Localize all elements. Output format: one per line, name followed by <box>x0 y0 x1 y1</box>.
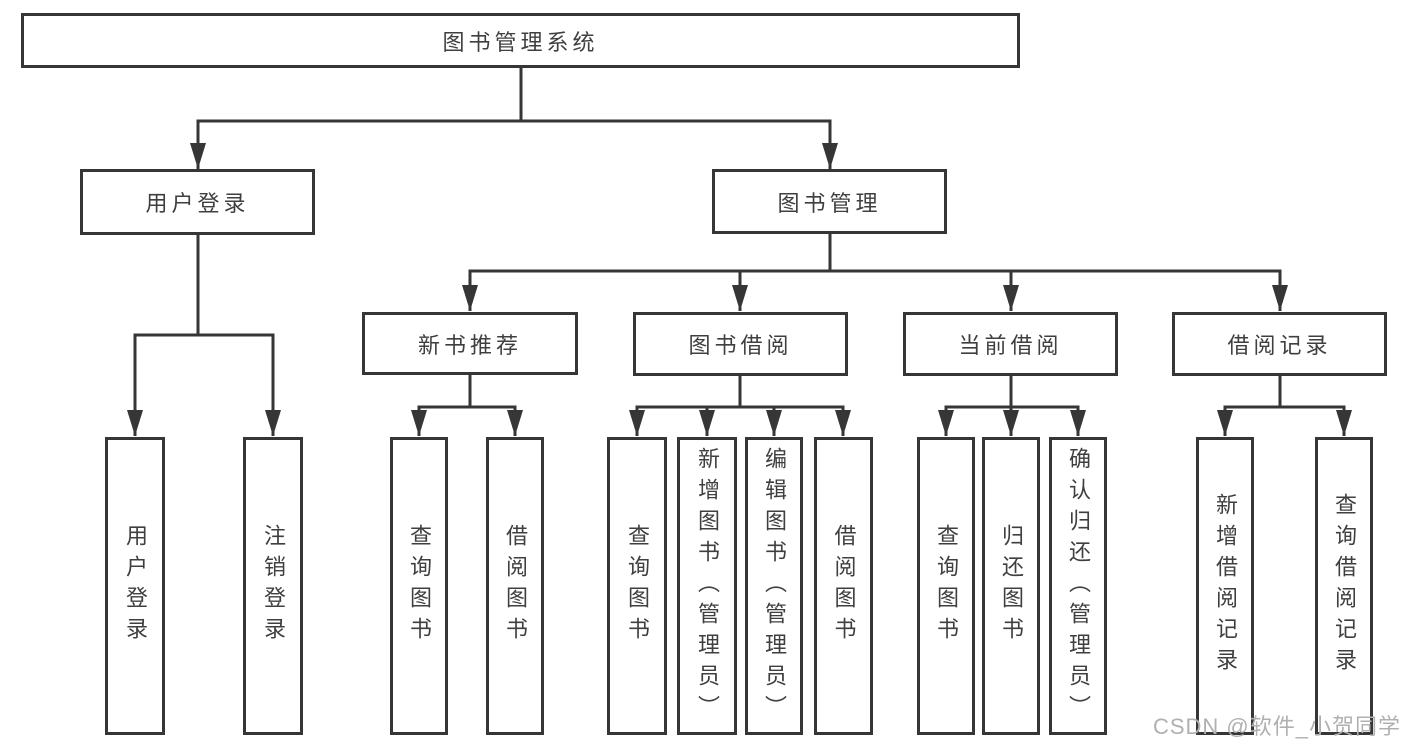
node-book-management: 图书管理 <box>712 169 947 234</box>
node-new-book-recommend-label: 新书推荐 <box>417 332 522 358</box>
leaf-confirm-return-admin: 确认归还（管理员） <box>1049 437 1107 735</box>
node-book-borrowing-label: 图书借阅 <box>688 333 793 358</box>
leaf-user-login-label: 用户登录 <box>123 524 148 648</box>
leaf-add-borrow-record: 新增借阅记录 <box>1196 437 1254 735</box>
node-root-label: 图书管理系统 <box>442 29 599 55</box>
leaf-borrow-books-recommend: 借阅图书 <box>486 437 544 735</box>
node-current-borrowing: 当前借阅 <box>903 312 1118 376</box>
leaf-query-books-current-label: 查询图书 <box>934 524 959 648</box>
node-root: 图书管理系统 <box>21 13 1020 68</box>
leaf-borrow-books: 借阅图书 <box>814 437 873 735</box>
leaf-borrow-books-label: 借阅图书 <box>831 524 857 648</box>
leaf-query-borrow-record-label: 查询借阅记录 <box>1332 493 1357 679</box>
leaf-query-books-borrowing-label: 查询图书 <box>625 524 650 648</box>
leaf-logout-label: 注销登录 <box>261 524 286 648</box>
leaf-return-book-label: 归还图书 <box>999 524 1024 648</box>
leaf-query-books-recommend: 查询图书 <box>390 437 448 735</box>
node-book-management-label: 图书管理 <box>777 190 882 216</box>
watermark: CSDN @软件_小贺同学 <box>1152 714 1401 739</box>
node-user-login-label: 用户登录 <box>145 191 250 216</box>
leaf-add-borrow-record-label: 新增借阅记录 <box>1213 493 1238 679</box>
node-new-book-recommend: 新书推荐 <box>362 312 578 375</box>
leaf-logout: 注销登录 <box>243 437 303 735</box>
leaf-add-book-admin: 新增图书（管理员） <box>677 437 737 735</box>
node-current-borrowing-label: 当前借阅 <box>958 333 1063 358</box>
node-book-borrowing: 图书借阅 <box>633 312 848 376</box>
leaf-edit-book-admin: 编辑图书（管理员） <box>745 437 803 735</box>
leaf-borrow-books-recommend-label: 借阅图书 <box>503 524 528 648</box>
leaf-user-login: 用户登录 <box>105 437 165 735</box>
leaf-edit-book-admin-label: 编辑图书（管理员） <box>762 446 787 726</box>
leaf-query-books-current: 查询图书 <box>917 437 975 735</box>
node-user-login: 用户登录 <box>80 169 315 235</box>
leaf-query-books-borrowing: 查询图书 <box>607 437 667 735</box>
leaf-add-book-admin-label: 新增图书（管理员） <box>695 446 720 726</box>
node-borrowing-records: 借阅记录 <box>1172 312 1387 376</box>
leaf-query-books-recommend-label: 查询图书 <box>407 524 432 648</box>
leaf-return-book: 归还图书 <box>982 437 1040 735</box>
leaf-query-borrow-record: 查询借阅记录 <box>1315 437 1373 735</box>
leaf-confirm-return-admin-label: 确认归还（管理员） <box>1066 446 1091 726</box>
node-borrowing-records-label: 借阅记录 <box>1227 333 1332 358</box>
